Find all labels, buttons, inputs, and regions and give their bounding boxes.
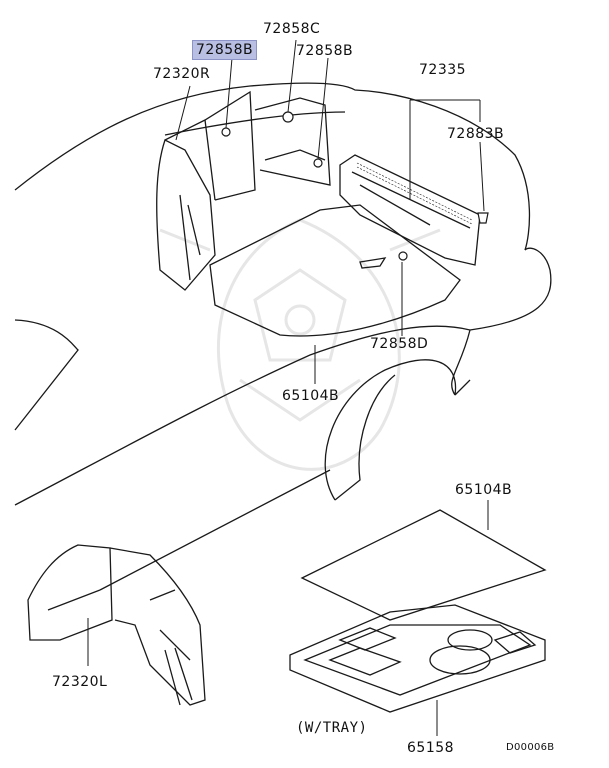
label-72858b: 72858B xyxy=(296,43,354,59)
label-72320l: 72320L xyxy=(52,674,108,690)
clip-72858d xyxy=(398,251,408,261)
label-72883b: 72883B xyxy=(447,126,505,142)
car-body-outline xyxy=(14,82,552,591)
label-72858b-highlighted: 72858B xyxy=(192,40,258,60)
label-72858d: 72858D xyxy=(370,336,429,352)
label-72320r: 72320R xyxy=(153,66,211,82)
watermark-emblem xyxy=(159,218,441,471)
clip-72858b-left xyxy=(221,127,231,137)
spare-wheel-well xyxy=(324,359,457,501)
trim-rear-hatch xyxy=(356,162,473,225)
luggage-tray xyxy=(289,604,546,713)
label-with-tray-note: (W/TRAY) xyxy=(296,720,368,736)
clip-72858c xyxy=(282,111,294,123)
clip-72883b xyxy=(477,212,489,224)
trunk-side-trim-right xyxy=(156,90,331,291)
label-72858c: 72858C xyxy=(263,21,321,37)
diagram-id: D00006B xyxy=(506,742,555,753)
label-65104b-floor-mat: 65104B xyxy=(282,388,340,404)
leader-lines xyxy=(87,39,489,736)
trunk-rear-panel-trim xyxy=(339,154,481,266)
trunk-side-trim-left xyxy=(27,544,206,706)
trunk-floor-mat xyxy=(209,204,461,337)
clip-72858b-right xyxy=(313,158,323,168)
label-72335: 72335 xyxy=(419,62,467,78)
tray-mat xyxy=(300,509,547,621)
label-65104b-tray-mat: 65104B xyxy=(455,482,513,498)
label-65158: 65158 xyxy=(407,740,455,756)
